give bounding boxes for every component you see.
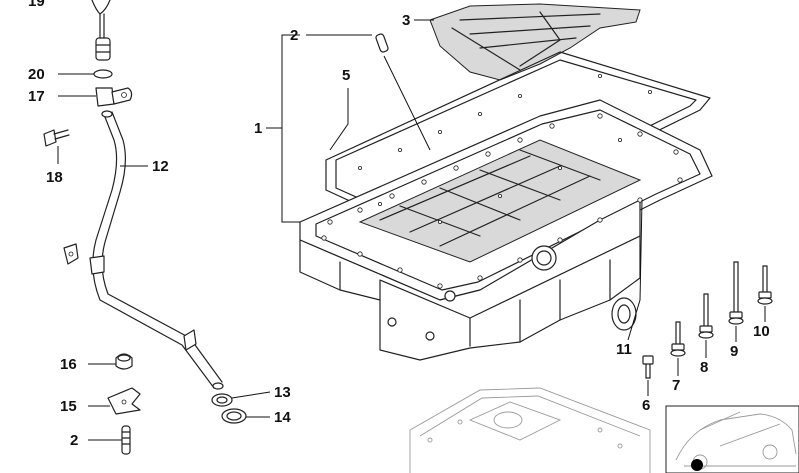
lower-pan-outline [409,387,651,473]
small-parts-left [107,353,247,455]
callout-11: 11 [616,341,632,358]
sealing-ring-13 [211,393,233,407]
car-thumbnail [665,405,799,473]
bolt-9 [728,261,744,325]
o-ring-20 [93,69,113,79]
callout-18: 18 [46,169,63,186]
callout-19: 19 [28,0,45,10]
callout-1: 1 [254,120,262,137]
bolts [642,261,773,379]
oil-pan-assembly [299,3,713,361]
callout-6: 6 [642,397,650,414]
callout-2-upper: 2 [290,27,298,44]
sealing-ring-14 [221,408,247,424]
callout-17: 17 [28,88,45,105]
guide-clip-17 [95,87,115,107]
callout-14: 14 [274,409,291,426]
callout-3: 3 [402,12,410,29]
bolt-8 [698,293,714,339]
callout-2-lower: 2 [70,432,78,449]
callout-8: 8 [700,359,708,376]
dipstick-assembly [43,0,224,390]
bolt-10 [757,265,773,305]
bolt-7 [670,321,686,357]
callout-7: 7 [672,377,680,394]
location-marker-icon [691,459,703,471]
callout-10: 10 [753,323,770,340]
callout-15: 15 [60,398,77,415]
dowel-pin-lower [121,425,131,455]
bolt-6 [642,355,654,379]
callout-16: 16 [60,356,77,373]
dowel-pin-upper [375,33,389,53]
callout-13: 13 [274,384,291,401]
callout-12: 12 [152,158,169,175]
leader-lines [57,19,766,441]
rim-holes [321,113,683,289]
screw-18 [43,129,70,147]
callout-20: 20 [28,66,45,83]
gasket-holes [357,74,653,224]
callout-labels: 19 20 17 18 12 16 15 2 13 14 2 3 5 1 11 … [28,0,770,449]
callout-9: 9 [730,343,738,360]
callout-5: 5 [342,67,350,84]
